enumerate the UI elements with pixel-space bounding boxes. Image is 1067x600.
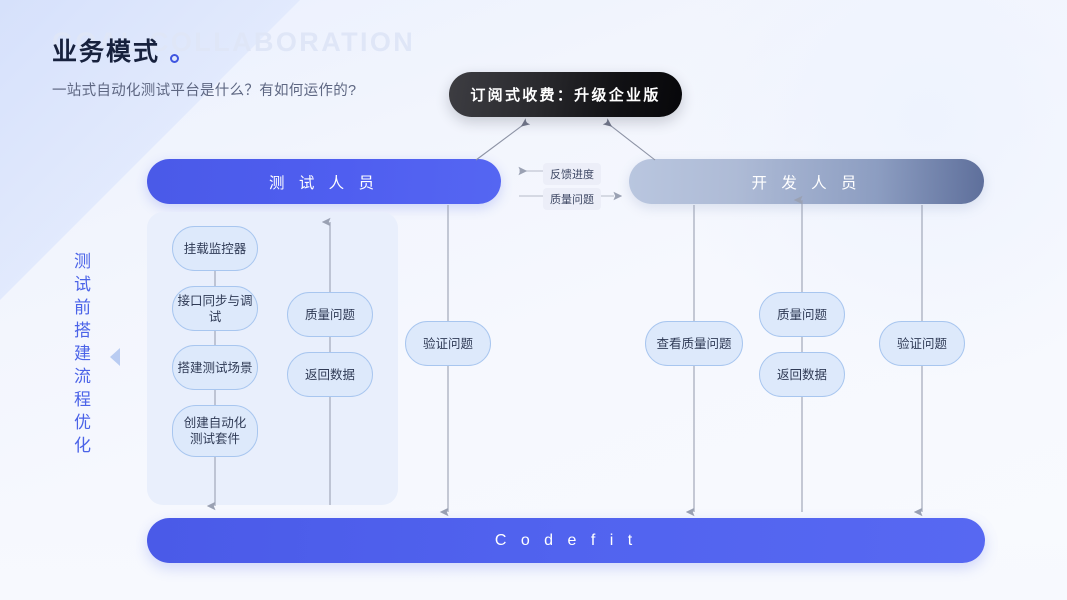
connector-label-quality: 质量问题 bbox=[543, 188, 601, 210]
node-quality-issue-col5[interactable]: 质量问题 bbox=[759, 292, 845, 337]
side-label-char: 优 bbox=[74, 413, 92, 432]
node-api-sync-debug[interactable]: 接口同步与调试 bbox=[172, 286, 258, 331]
node-mount-monitor[interactable]: 挂载监控器 bbox=[172, 226, 258, 271]
bar-developer[interactable]: 开 发 人 员 bbox=[629, 159, 984, 204]
side-label-char: 测 bbox=[74, 252, 92, 271]
node-return-data-col2[interactable]: 返回数据 bbox=[287, 352, 373, 397]
side-label-char: 程 bbox=[74, 390, 92, 409]
node-verify-issue-col3[interactable]: 验证问题 bbox=[405, 321, 491, 366]
side-label-char: 试 bbox=[74, 275, 92, 294]
side-label-char: 建 bbox=[74, 344, 92, 363]
bar-tester[interactable]: 测 试 人 员 bbox=[147, 159, 501, 204]
left-triangle-icon bbox=[110, 348, 120, 366]
node-return-data-col5[interactable]: 返回数据 bbox=[759, 352, 845, 397]
subscription-pill[interactable]: 订阅式收费：升级企业版 bbox=[449, 72, 682, 117]
page-subtitle: 一站式自动化测试平台是什么？有如何运作的? bbox=[52, 83, 357, 99]
node-build-test-scene[interactable]: 搭建测试场景 bbox=[172, 345, 258, 390]
side-label-char: 化 bbox=[74, 436, 92, 455]
ghost-heading: GOAL COLLABORATION bbox=[52, 27, 416, 57]
node-view-quality-issue[interactable]: 查看质量问题 bbox=[645, 321, 743, 366]
side-label-char: 流 bbox=[74, 367, 92, 386]
side-label-char: 前 bbox=[74, 298, 92, 317]
node-verify-issue-col6[interactable]: 验证问题 bbox=[879, 321, 965, 366]
bar-codefit[interactable]: C o d e f i t bbox=[147, 518, 985, 563]
page-title: 业务模式 bbox=[52, 38, 161, 66]
side-vertical-label: 测 试 前 搭 建 流 程 优 化 bbox=[70, 250, 96, 457]
side-label-char: 搭 bbox=[74, 321, 92, 340]
title-dot-icon bbox=[170, 54, 179, 63]
node-quality-issue-col2[interactable]: 质量问题 bbox=[287, 292, 373, 337]
connector-label-feedback: 反馈进度 bbox=[543, 163, 601, 185]
node-create-auto-suite[interactable]: 创建自动化测试套件 bbox=[172, 405, 258, 457]
